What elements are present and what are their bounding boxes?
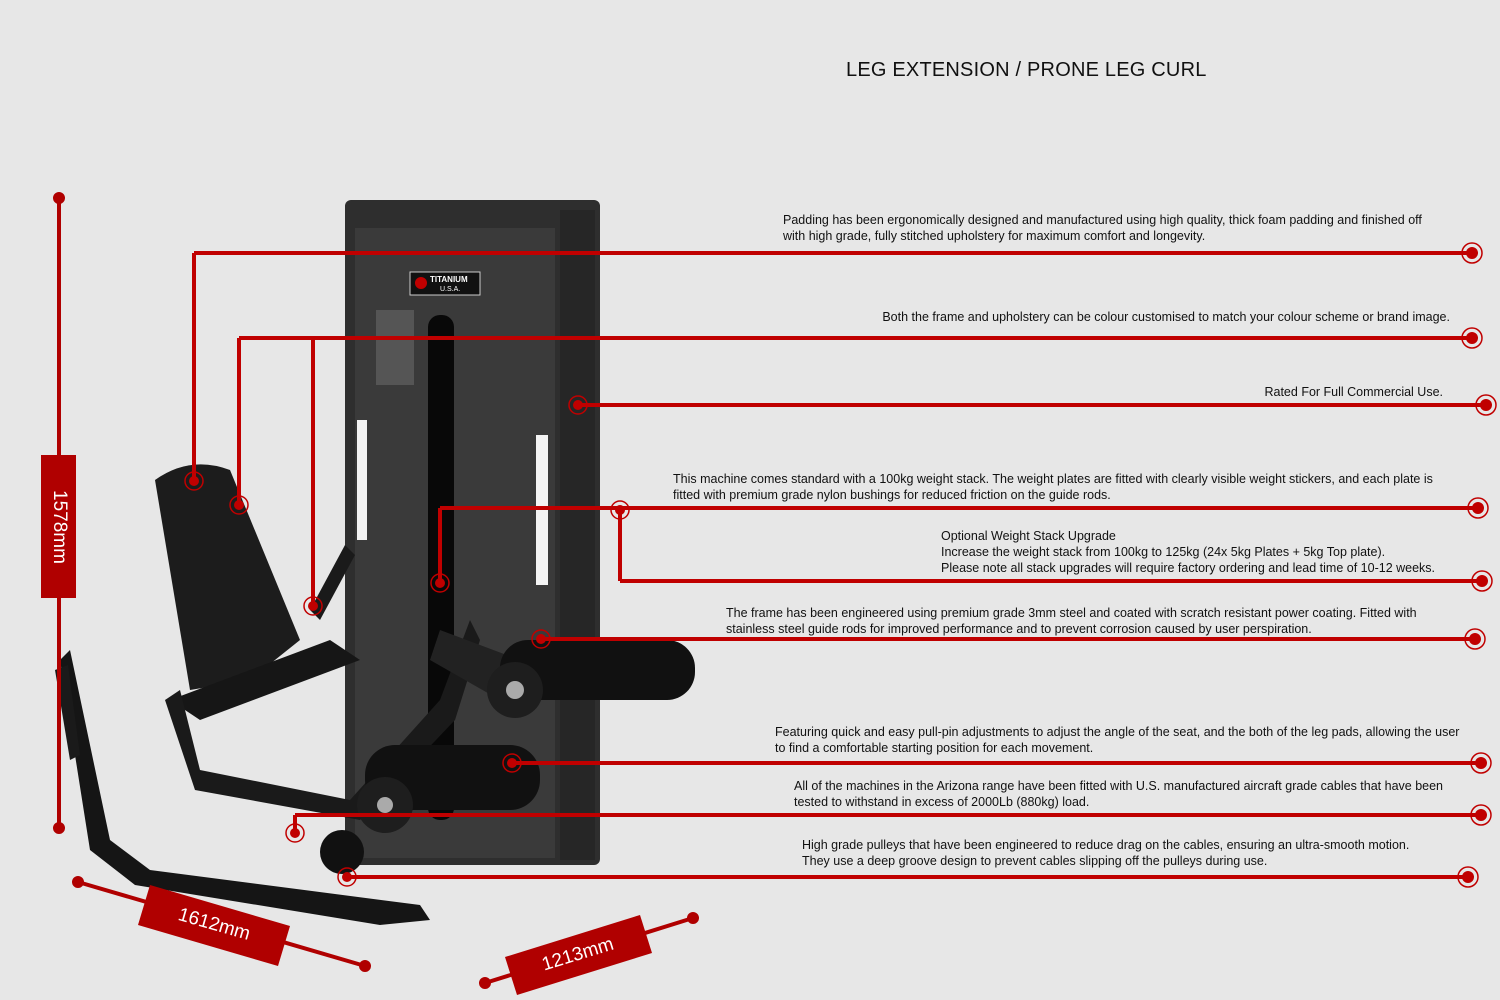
svg-text:U.S.A.: U.S.A. [440, 286, 460, 293]
callout-end-dot [1466, 247, 1478, 259]
callout-line: Increase the weight stack from 100kg to … [941, 545, 1386, 559]
callout-target-marker [184, 471, 204, 491]
callout-target-dot [308, 601, 318, 611]
callout-target-marker [229, 495, 249, 515]
callout-end-marker [1470, 804, 1492, 826]
callout-end-dot [1480, 399, 1492, 411]
callout-end-marker [1467, 497, 1489, 519]
callout-line: Padding has been ergonomically designed … [783, 213, 1422, 227]
callout-target-marker [610, 500, 630, 520]
callout-line: stainless steel guide rods for improved … [726, 622, 1312, 636]
callout-line: Both the frame and upholstery can be col… [882, 310, 1450, 324]
callout-end-dot [1466, 332, 1478, 344]
callout-note: The frame has been engineered using prem… [726, 605, 1417, 637]
callout-note: Featuring quick and easy pull-pin adjust… [775, 724, 1459, 756]
callout-line: Rated For Full Commercial Use. [1264, 385, 1443, 399]
callout-target-dot [435, 578, 445, 588]
callout-line: All of the machines in the Arizona range… [794, 779, 1443, 793]
callout-end-dot [1475, 757, 1487, 769]
callout-end-dot [1472, 502, 1484, 514]
callout-line: tested to withstand in excess of 2000Lb … [794, 795, 1090, 809]
callout-note: Rated For Full Commercial Use. [1264, 384, 1443, 400]
callout-end-marker [1475, 394, 1497, 416]
callout-leaders [184, 242, 1497, 888]
svg-text:TITANIUM: TITANIUM [430, 275, 468, 284]
callout-end-dot [1475, 809, 1487, 821]
callout-note: This machine comes standard with a 100kg… [673, 471, 1433, 503]
callout-target-dot [234, 500, 244, 510]
dimension-lines [41, 192, 699, 995]
callout-line: with high grade, fully stitched upholste… [783, 229, 1206, 243]
callout-line: They use a deep groove design to prevent… [802, 854, 1268, 868]
callout-line: Featuring quick and easy pull-pin adjust… [775, 725, 1460, 739]
height-dimension: 1578mm [49, 490, 70, 564]
callout-line: Optional Weight Stack Upgrade [941, 529, 1116, 543]
callout-end-marker [1457, 866, 1479, 888]
callout-target-dot [615, 505, 625, 515]
callout-line: High grade pulleys that have been engine… [802, 838, 1410, 852]
callout-note: High grade pulleys that have been engine… [802, 837, 1409, 869]
callout-line: Please note all stack upgrades will requ… [941, 561, 1436, 575]
seat-and-frame [55, 464, 695, 925]
callout-target-marker [430, 573, 450, 593]
callout-line: to find a comfortable starting position … [775, 741, 1094, 755]
callout-end-marker [1461, 242, 1483, 264]
callout-note: All of the machines in the Arizona range… [794, 778, 1443, 810]
callout-end-dot [1476, 575, 1488, 587]
callout-end-marker [1464, 628, 1486, 650]
callout-target-dot [290, 828, 300, 838]
callout-note: Padding has been ergonomically designed … [783, 212, 1422, 244]
callout-target-dot [189, 476, 199, 486]
callout-end-marker [1461, 327, 1483, 349]
callout-note: Both the frame and upholstery can be col… [882, 309, 1450, 325]
callout-line: fitted with premium grade nylon bushings… [673, 488, 1111, 502]
callout-target-marker [285, 823, 305, 843]
callout-end-marker [1470, 752, 1492, 774]
callout-end-dot [1469, 633, 1481, 645]
callout-end-dot [1462, 871, 1474, 883]
callout-target-marker [303, 596, 323, 616]
callout-line: The frame has been engineered using prem… [726, 606, 1417, 620]
callout-end-marker [1471, 570, 1493, 592]
callout-line: This machine comes standard with a 100kg… [673, 472, 1433, 486]
page-title: LEG EXTENSION / PRONE LEG CURL [846, 59, 1207, 81]
